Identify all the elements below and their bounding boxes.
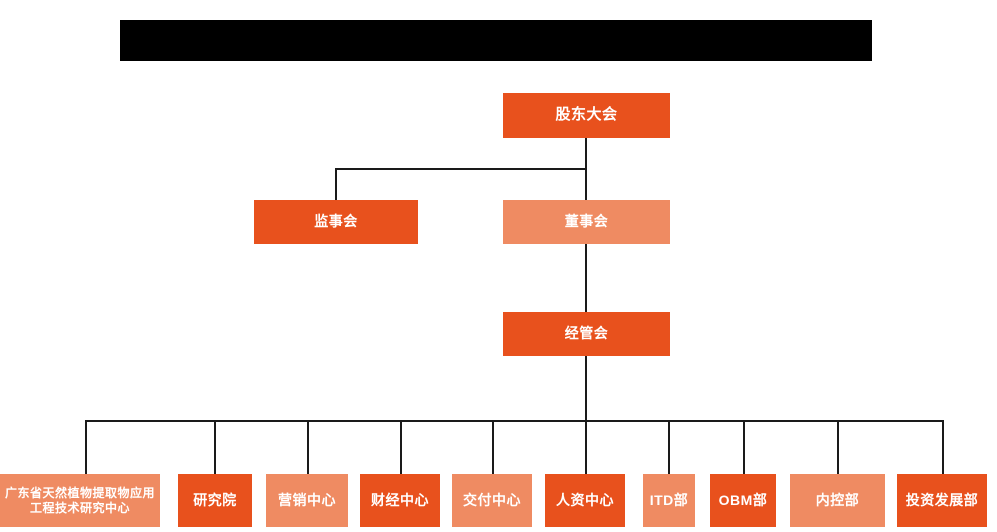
redacted-title-bar [120, 20, 872, 61]
org-node-label-investment-development-department: 投资发展部 [905, 491, 979, 508]
connector-departments-bus [85, 420, 942, 422]
connector-drop-human-resources-center [585, 420, 587, 474]
connector-drop-delivery-center [492, 420, 494, 474]
org-node-human-resources-center[interactable]: 人资中心 [545, 474, 625, 527]
connector-drop-investment-development-department [942, 420, 944, 474]
connector-drop-itd-department [668, 420, 670, 474]
connector-shareholders-down-trunk [585, 138, 587, 200]
connector-drop-internal-control-department [837, 420, 839, 474]
connector-drop-guangdong-research-center [85, 420, 87, 474]
org-node-label-research-institute: 研究院 [193, 491, 237, 508]
connector-drop-marketing-center [307, 420, 309, 474]
org-node-board-of-directors[interactable]: 董事会 [503, 200, 670, 244]
connector-drop-finance-center [400, 420, 402, 474]
org-node-finance-center[interactable]: 财经中心 [360, 474, 440, 527]
org-node-marketing-center[interactable]: 营销中心 [266, 474, 348, 527]
connector-shareholders-to-supervisors-bus [335, 168, 586, 170]
org-node-management-committee[interactable]: 经管会 [503, 312, 670, 356]
org-node-label-management-committee: 经管会 [564, 325, 609, 342]
org-node-label-delivery-center: 交付中心 [463, 491, 521, 508]
org-node-label-obm-department: OBM部 [718, 491, 768, 508]
org-node-label-board-of-supervisors: 监事会 [314, 213, 358, 230]
connector-management-down-trunk [585, 356, 587, 421]
org-node-investment-development-department[interactable]: 投资发展部 [897, 474, 987, 527]
org-node-label-internal-control-department: 内控部 [815, 491, 860, 508]
org-node-label-marketing-center: 营销中心 [278, 491, 336, 508]
connector-directors-to-management [585, 243, 587, 313]
org-node-label-human-resources-center: 人资中心 [556, 491, 614, 508]
org-node-internal-control-department[interactable]: 内控部 [790, 474, 885, 527]
org-node-board-of-supervisors[interactable]: 监事会 [254, 200, 418, 244]
connector-drop-research-institute [214, 420, 216, 474]
org-node-label-itd-department: ITD部 [649, 491, 689, 508]
org-node-itd-department[interactable]: ITD部 [643, 474, 695, 527]
org-node-delivery-center[interactable]: 交付中心 [452, 474, 532, 527]
org-node-label-guangdong-research-center: 广东省天然植物提取物应用工程技术研究中心 [4, 485, 155, 515]
org-node-label-shareholders-meeting: 股东大会 [555, 106, 618, 124]
connector-drop-obm-department [743, 420, 745, 474]
org-node-label-board-of-directors: 董事会 [564, 213, 609, 230]
connector-supervisors-drop [335, 168, 337, 200]
org-node-obm-department[interactable]: OBM部 [710, 474, 776, 527]
org-node-shareholders-meeting[interactable]: 股东大会 [503, 93, 670, 138]
org-node-guangdong-research-center[interactable]: 广东省天然植物提取物应用工程技术研究中心 [0, 474, 160, 527]
org-node-research-institute[interactable]: 研究院 [178, 474, 252, 527]
org-node-label-finance-center: 财经中心 [371, 491, 429, 508]
